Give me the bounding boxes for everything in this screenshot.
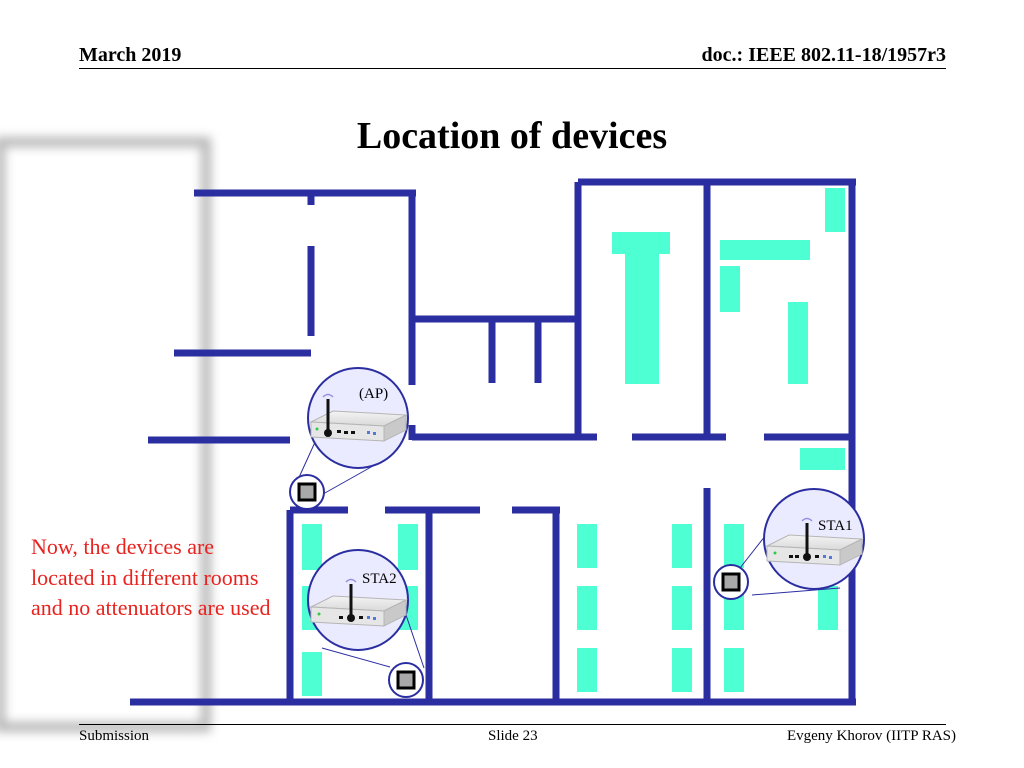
note-text: Now, the devices are located in differen… [31, 534, 271, 620]
footer-submission: Submission [79, 728, 150, 744]
slide-title: Location of devices [356, 115, 668, 157]
footer-slide-number: Slide 23 [488, 728, 538, 744]
marker-ap [289, 474, 325, 510]
device-sta2 [307, 549, 409, 651]
router-icon [765, 517, 864, 566]
header-date: March 2019 [79, 44, 182, 66]
marker-sta1 [713, 564, 749, 600]
header-doc-id: doc.: IEEE 802.11-18/1957r3 [701, 44, 946, 66]
router-icon [309, 393, 408, 442]
header-rule [79, 68, 946, 69]
walls [130, 178, 856, 706]
marker-sta2 [388, 662, 424, 698]
footer-rule [79, 724, 946, 725]
label-ap: (AP) [359, 386, 388, 402]
footer-author: Evgeny Khorov (IITP RAS) [786, 728, 956, 744]
blurred-frame [0, 137, 211, 732]
label-sta1: STA1 [818, 518, 853, 534]
device-ap [307, 367, 409, 469]
label-sta2: STA2 [362, 571, 397, 587]
router-icon [309, 578, 408, 627]
device-sta1 [763, 488, 865, 590]
